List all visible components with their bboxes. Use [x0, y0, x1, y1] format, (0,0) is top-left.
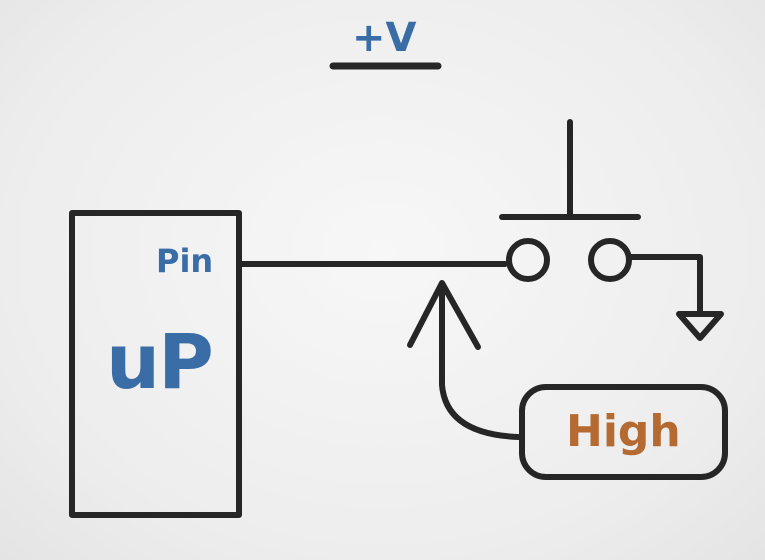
- state-arrow-shaft: [439, 282, 521, 440]
- state-label: High: [566, 406, 681, 457]
- supply-label: +V: [352, 15, 417, 61]
- pin-label: Pin: [156, 242, 214, 280]
- state-callout-box: [519, 384, 728, 480]
- ground-symbol: [676, 311, 724, 341]
- ground-wire: [626, 254, 703, 315]
- switch-contact-right: [588, 238, 632, 282]
- switch-contact-left: [506, 238, 550, 282]
- state-arrow-head: [407, 280, 481, 350]
- microprocessor-label: uP: [106, 317, 214, 406]
- microprocessor-block: [69, 210, 242, 518]
